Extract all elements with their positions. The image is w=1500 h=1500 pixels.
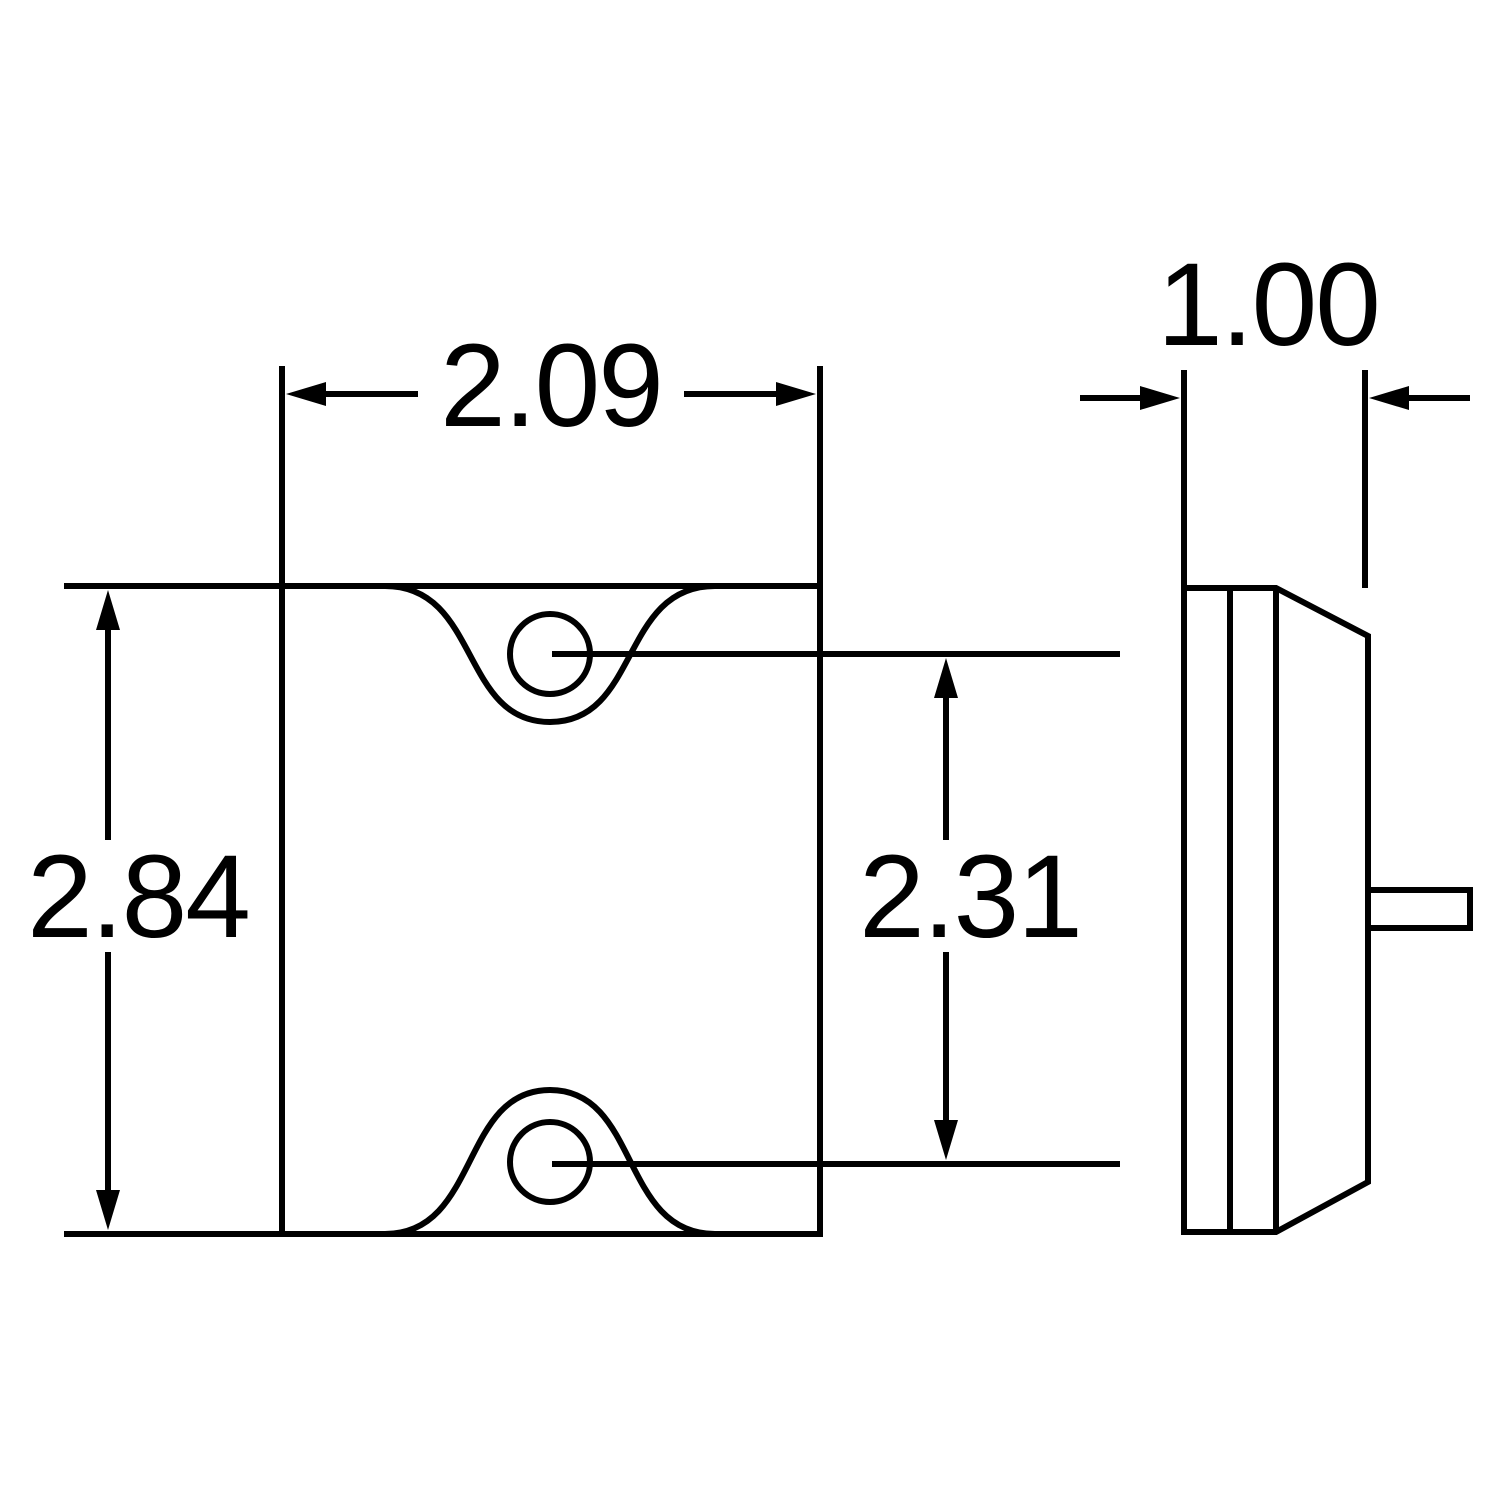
front-body-outline [279, 583, 823, 1237]
width-arrow-left [286, 382, 326, 406]
hole-spacing-arrow-bottom [934, 1120, 958, 1160]
side-view [1181, 585, 1473, 1235]
bottom-mounting-ear [384, 1086, 716, 1237]
depth-arrow-left [1140, 386, 1180, 410]
top-mounting-ear [384, 583, 716, 726]
depth-arrow-right [1369, 386, 1409, 410]
height-dimension: 2.84 [27, 583, 282, 1237]
width-arrow-right [776, 382, 816, 406]
height-label: 2.84 [27, 831, 249, 963]
hole-spacing-arrow-top [934, 658, 958, 698]
depth-dimension: 1.00 [1080, 239, 1470, 588]
width-dimension: 2.09 [279, 320, 823, 586]
height-arrow-bottom [96, 1190, 120, 1230]
depth-label: 1.00 [1157, 239, 1379, 371]
hole-spacing-label: 2.31 [859, 831, 1081, 963]
side-terminal-stud [1368, 887, 1473, 931]
hole-spacing-dimension: 2.31 [552, 651, 1120, 1167]
front-view [279, 583, 823, 1237]
height-arrow-top [96, 590, 120, 630]
width-label: 2.09 [440, 320, 662, 452]
